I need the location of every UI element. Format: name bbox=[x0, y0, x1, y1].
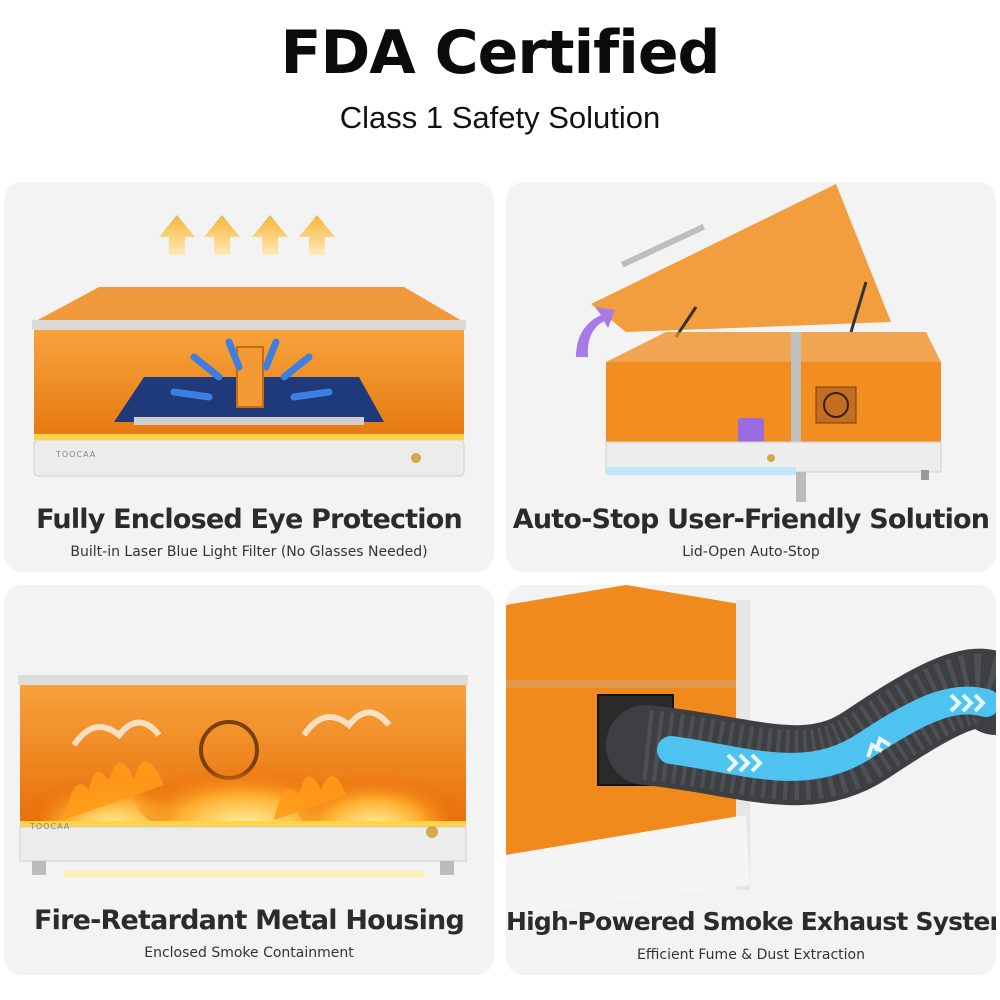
upward-arrows-icon bbox=[159, 215, 335, 255]
card-caption: Efficient Fume & Dust Extraction bbox=[637, 947, 865, 963]
feature-card-eye-protection: TOOCAA Fully Enclosed Eye Protection Bui… bbox=[4, 182, 494, 572]
page-title: FDA Certified bbox=[280, 18, 721, 88]
card-heading: Fully Enclosed Eye Protection bbox=[36, 504, 463, 535]
brand-logo: TOOCAA bbox=[29, 822, 70, 831]
enclosed-laser-machine-illustration: TOOCAA bbox=[32, 215, 466, 477]
card-heading: Auto-Stop User-Friendly Solution bbox=[512, 504, 990, 535]
brand-logo: TOOCAA bbox=[55, 450, 96, 459]
page-subtitle: Class 1 Safety Solution bbox=[339, 100, 661, 135]
feature-card-auto-stop: Auto-Stop User-Friendly Solution Lid-Ope… bbox=[506, 182, 996, 572]
card-caption: Lid-Open Auto-Stop bbox=[682, 544, 820, 560]
card-heading: Fire-Retardant Metal Housing bbox=[34, 905, 465, 936]
exhaust-hose-illustration bbox=[506, 585, 996, 915]
fire-containment-illustration: TOOCAA bbox=[18, 675, 468, 877]
lid-open-arrow-icon bbox=[576, 307, 615, 357]
card-caption: Enclosed Smoke Containment bbox=[144, 945, 354, 961]
card-caption: Built-in Laser Blue Light Filter (No Gla… bbox=[70, 544, 428, 560]
feature-card-smoke-exhaust: High-Powered Smoke Exhaust System Effici… bbox=[506, 585, 996, 975]
card-heading: High-Powered Smoke Exhaust System bbox=[506, 907, 996, 936]
feature-card-fire-retardant: TOOCAA Fire-Retardant Metal Housing Encl… bbox=[4, 585, 494, 975]
open-lid-machine-illustration bbox=[576, 184, 942, 502]
airflow-chevrons-icon bbox=[726, 693, 986, 773]
